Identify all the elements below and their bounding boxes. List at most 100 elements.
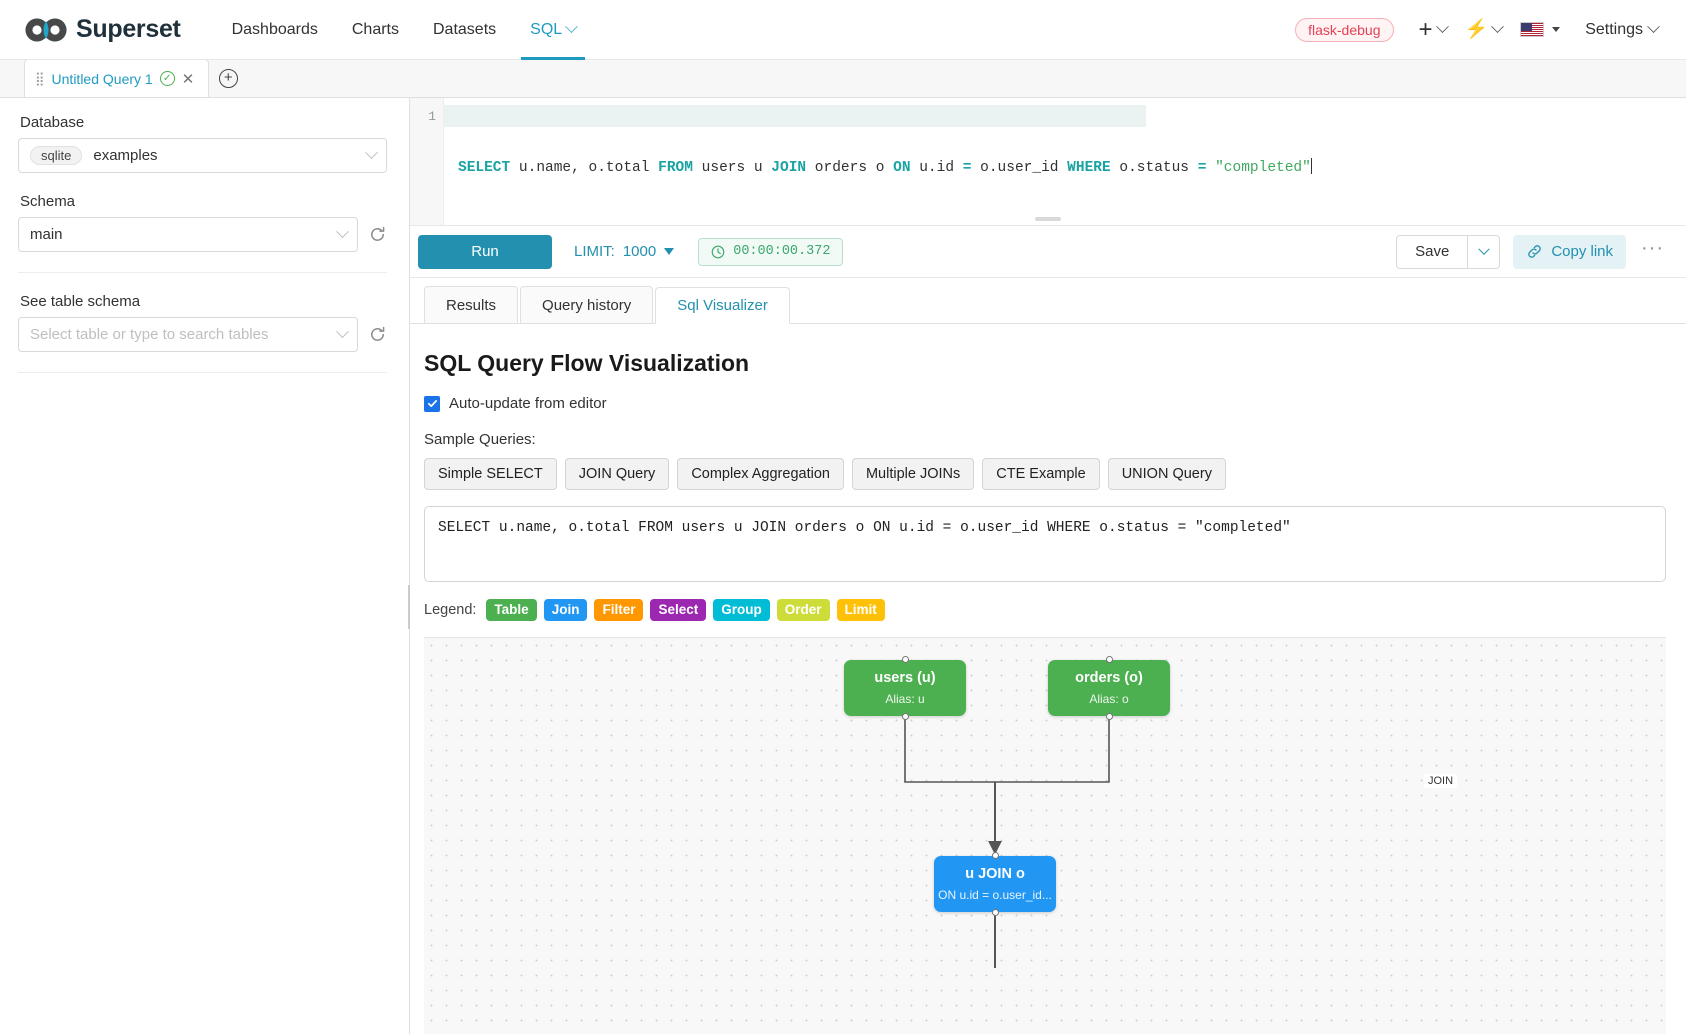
chevron-down-icon: [1478, 243, 1489, 254]
tab-results-label: Results: [446, 297, 496, 314]
legend-chip-order: Order: [777, 599, 830, 621]
code-token: ON: [893, 160, 910, 176]
code-token: WHERE: [1067, 160, 1111, 176]
flask-debug-badge: flask-debug: [1295, 18, 1393, 42]
nav-charts[interactable]: Charts: [335, 0, 416, 60]
legend-chip-limit: Limit: [837, 599, 885, 621]
more-options-icon[interactable]: ···: [1639, 237, 1666, 267]
tab-query-history-label: Query history: [542, 297, 631, 314]
database-field-row: sqlite examples: [18, 138, 387, 173]
result-tab-bar: Results Query history Sql Visualizer: [410, 278, 1686, 324]
graph-node-users[interactable]: users (u)Alias: u: [844, 660, 966, 716]
run-button[interactable]: Run: [418, 235, 552, 269]
sample-query-button-3[interactable]: Multiple JOINs: [852, 458, 974, 490]
graph-node-title: orders (o): [1075, 670, 1143, 686]
editor-gutter: 1: [410, 98, 444, 225]
code-token: SELECT: [458, 160, 510, 176]
database-engine-pill: sqlite: [30, 146, 82, 165]
editor-split-handle[interactable]: [1035, 217, 1061, 221]
chevron-down-icon: [336, 325, 349, 338]
save-dropdown-button[interactable]: [1468, 235, 1500, 269]
table-select[interactable]: Select table or type to search tables: [18, 317, 358, 352]
nav-charts-label: Charts: [352, 21, 399, 39]
code-token: u.id: [911, 160, 963, 176]
text-cursor: [1311, 158, 1312, 174]
code-token: users u: [693, 160, 771, 176]
tab-sql-visualizer-label: Sql Visualizer: [677, 297, 768, 314]
nav-sql[interactable]: SQL: [513, 0, 593, 60]
language-selector[interactable]: [1513, 18, 1567, 41]
graph-node-orders[interactable]: orders (o)Alias: o: [1048, 660, 1170, 716]
clock-icon: [711, 245, 725, 259]
query-timer: 00:00:00.372: [698, 238, 843, 266]
editor-code-area[interactable]: SELECT u.name, o.total FROM users u JOIN…: [444, 98, 1686, 225]
nav-sql-label: SQL: [530, 21, 562, 39]
us-flag-icon: [1520, 22, 1544, 37]
limit-label: LIMIT:: [574, 243, 615, 260]
refresh-schema-icon[interactable]: [368, 225, 387, 244]
graph-node-title: users (u): [874, 670, 935, 686]
nav-dashboards[interactable]: Dashboards: [215, 0, 335, 60]
schema-value: main: [30, 226, 338, 243]
query-tab-untitled-query-1[interactable]: ⣿ Untitled Query 1 ✓ ✕: [24, 59, 209, 97]
nav-dashboards-label: Dashboards: [232, 21, 318, 39]
new-item-button[interactable]: +: [1412, 17, 1454, 43]
query-flow-canvas[interactable]: JOIN users (u)Alias: uorders (o)Alias: o…: [424, 637, 1666, 1034]
triangle-down-icon: [664, 248, 674, 255]
settings-label: Settings: [1585, 21, 1643, 39]
query-tab-label: Untitled Query 1: [52, 71, 153, 87]
chevron-down-icon: [565, 20, 578, 33]
code-token: orders o: [806, 160, 893, 176]
tab-sql-visualizer[interactable]: Sql Visualizer: [655, 287, 790, 324]
sample-queries-label: Sample Queries:: [424, 431, 1666, 448]
bolt-icon: ⚡: [1465, 21, 1489, 39]
bolt-menu-button[interactable]: ⚡: [1458, 17, 1510, 43]
node-port-bottom[interactable]: [992, 909, 999, 916]
navbar-right: flask-debug + ⚡ Settings: [1295, 17, 1664, 43]
save-button[interactable]: Save: [1396, 235, 1468, 269]
chevron-down-icon: [1647, 20, 1660, 33]
auto-update-checkbox[interactable]: [424, 396, 440, 412]
graph-node-join[interactable]: u JOIN oON u.id = o.user_id...: [934, 856, 1056, 912]
settings-menu[interactable]: Settings: [1571, 21, 1664, 39]
legend-label: Legend:: [424, 602, 476, 618]
node-port-top[interactable]: [902, 656, 909, 663]
sample-query-button-5[interactable]: UNION Query: [1108, 458, 1226, 490]
close-icon[interactable]: ✕: [182, 70, 195, 88]
sample-query-button-2[interactable]: Complex Aggregation: [677, 458, 844, 490]
new-query-tab-button[interactable]: +: [209, 59, 247, 97]
node-port-bottom[interactable]: [902, 713, 909, 720]
sample-query-button-4[interactable]: CTE Example: [982, 458, 1099, 490]
sample-query-button-1[interactable]: JOIN Query: [565, 458, 670, 490]
code-token: FROM: [658, 160, 693, 176]
code-token: JOIN: [771, 160, 806, 176]
nav-datasets[interactable]: Datasets: [416, 0, 513, 60]
refresh-tables-icon[interactable]: [368, 325, 387, 344]
sql-input-textarea[interactable]: [424, 506, 1666, 582]
query-tab-bar: ⣿ Untitled Query 1 ✓ ✕ +: [0, 60, 1686, 98]
database-select[interactable]: sqlite examples: [18, 138, 387, 173]
code-token: "completed": [1215, 160, 1311, 176]
table-placeholder: Select table or type to search tables: [30, 326, 338, 343]
limit-dropdown[interactable]: LIMIT: 1000: [574, 243, 674, 260]
page-title: SQL Query Flow Visualization: [424, 350, 1666, 377]
sample-query-button-0[interactable]: Simple SELECT: [424, 458, 557, 490]
database-value: examples: [93, 147, 367, 164]
superset-logo[interactable]: Superset: [24, 15, 181, 44]
node-port-top[interactable]: [992, 852, 999, 859]
right-editor-panel: 1 SELECT u.name, o.total FROM users u JO…: [410, 98, 1686, 1034]
drag-handle-icon[interactable]: ⣿: [35, 74, 45, 84]
editor-line-number: 1: [428, 109, 436, 124]
superset-infinity-icon: [24, 17, 68, 43]
tab-results[interactable]: Results: [424, 286, 518, 323]
node-port-top[interactable]: [1106, 656, 1113, 663]
copy-link-button[interactable]: Copy link: [1513, 235, 1626, 269]
panel-divider: [18, 272, 387, 273]
database-label: Database: [20, 114, 387, 131]
toolbar-right-group: Save Copy link ···: [1396, 235, 1666, 269]
sql-editor[interactable]: 1 SELECT u.name, o.total FROM users u JO…: [410, 98, 1686, 226]
tab-query-history[interactable]: Query history: [520, 286, 653, 323]
node-port-bottom[interactable]: [1106, 713, 1113, 720]
schema-select[interactable]: main: [18, 217, 358, 252]
active-line-highlight: [444, 105, 1146, 127]
